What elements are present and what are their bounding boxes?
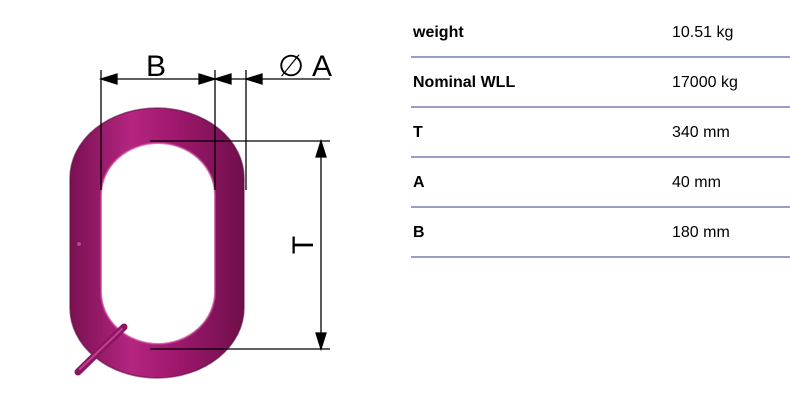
spec-row-nominal-wll: Nominal WLL 17000 kg — [411, 58, 790, 108]
dimension-a — [212, 70, 330, 190]
master-link-ring — [70, 108, 244, 378]
spec-label: B — [413, 224, 425, 241]
dimension-b — [98, 70, 218, 190]
master-link-drawing: B ∅ A T — [69, 50, 332, 379]
spec-value: 17000 kg — [672, 74, 738, 91]
dimension-t — [150, 138, 330, 352]
master-link-weld-pin-highlight — [79, 328, 123, 370]
spec-label: Nominal WLL — [413, 74, 516, 91]
dimension-a-label: A — [312, 50, 332, 83]
spec-value: 180 mm — [672, 224, 730, 241]
spec-value: 40 mm — [672, 174, 721, 191]
spec-row-weight: weight 10.51 kg — [411, 8, 790, 58]
spec-label: A — [413, 174, 425, 191]
spec-table: weight 10.51 kg Nominal WLL 17000 kg T 3… — [411, 8, 790, 258]
dimension-b-label: B — [146, 50, 166, 83]
spec-value: 340 mm — [672, 124, 730, 141]
dimension-t-label: T — [287, 236, 320, 254]
master-link-inner-highlight — [100, 142, 216, 345]
spec-row-b: B 180 mm — [411, 208, 790, 258]
spec-row-t: T 340 mm — [411, 108, 790, 158]
diameter-symbol: ∅ — [278, 50, 304, 83]
master-link-mark — [77, 242, 81, 246]
master-link-diagram: B ∅ A T — [69, 50, 332, 379]
spec-value: 10.51 kg — [672, 24, 734, 41]
spec-label: T — [413, 124, 423, 141]
spec-label: weight — [413, 24, 464, 41]
spec-row-a: A 40 mm — [411, 158, 790, 208]
master-link-outer-rim — [69, 107, 245, 379]
